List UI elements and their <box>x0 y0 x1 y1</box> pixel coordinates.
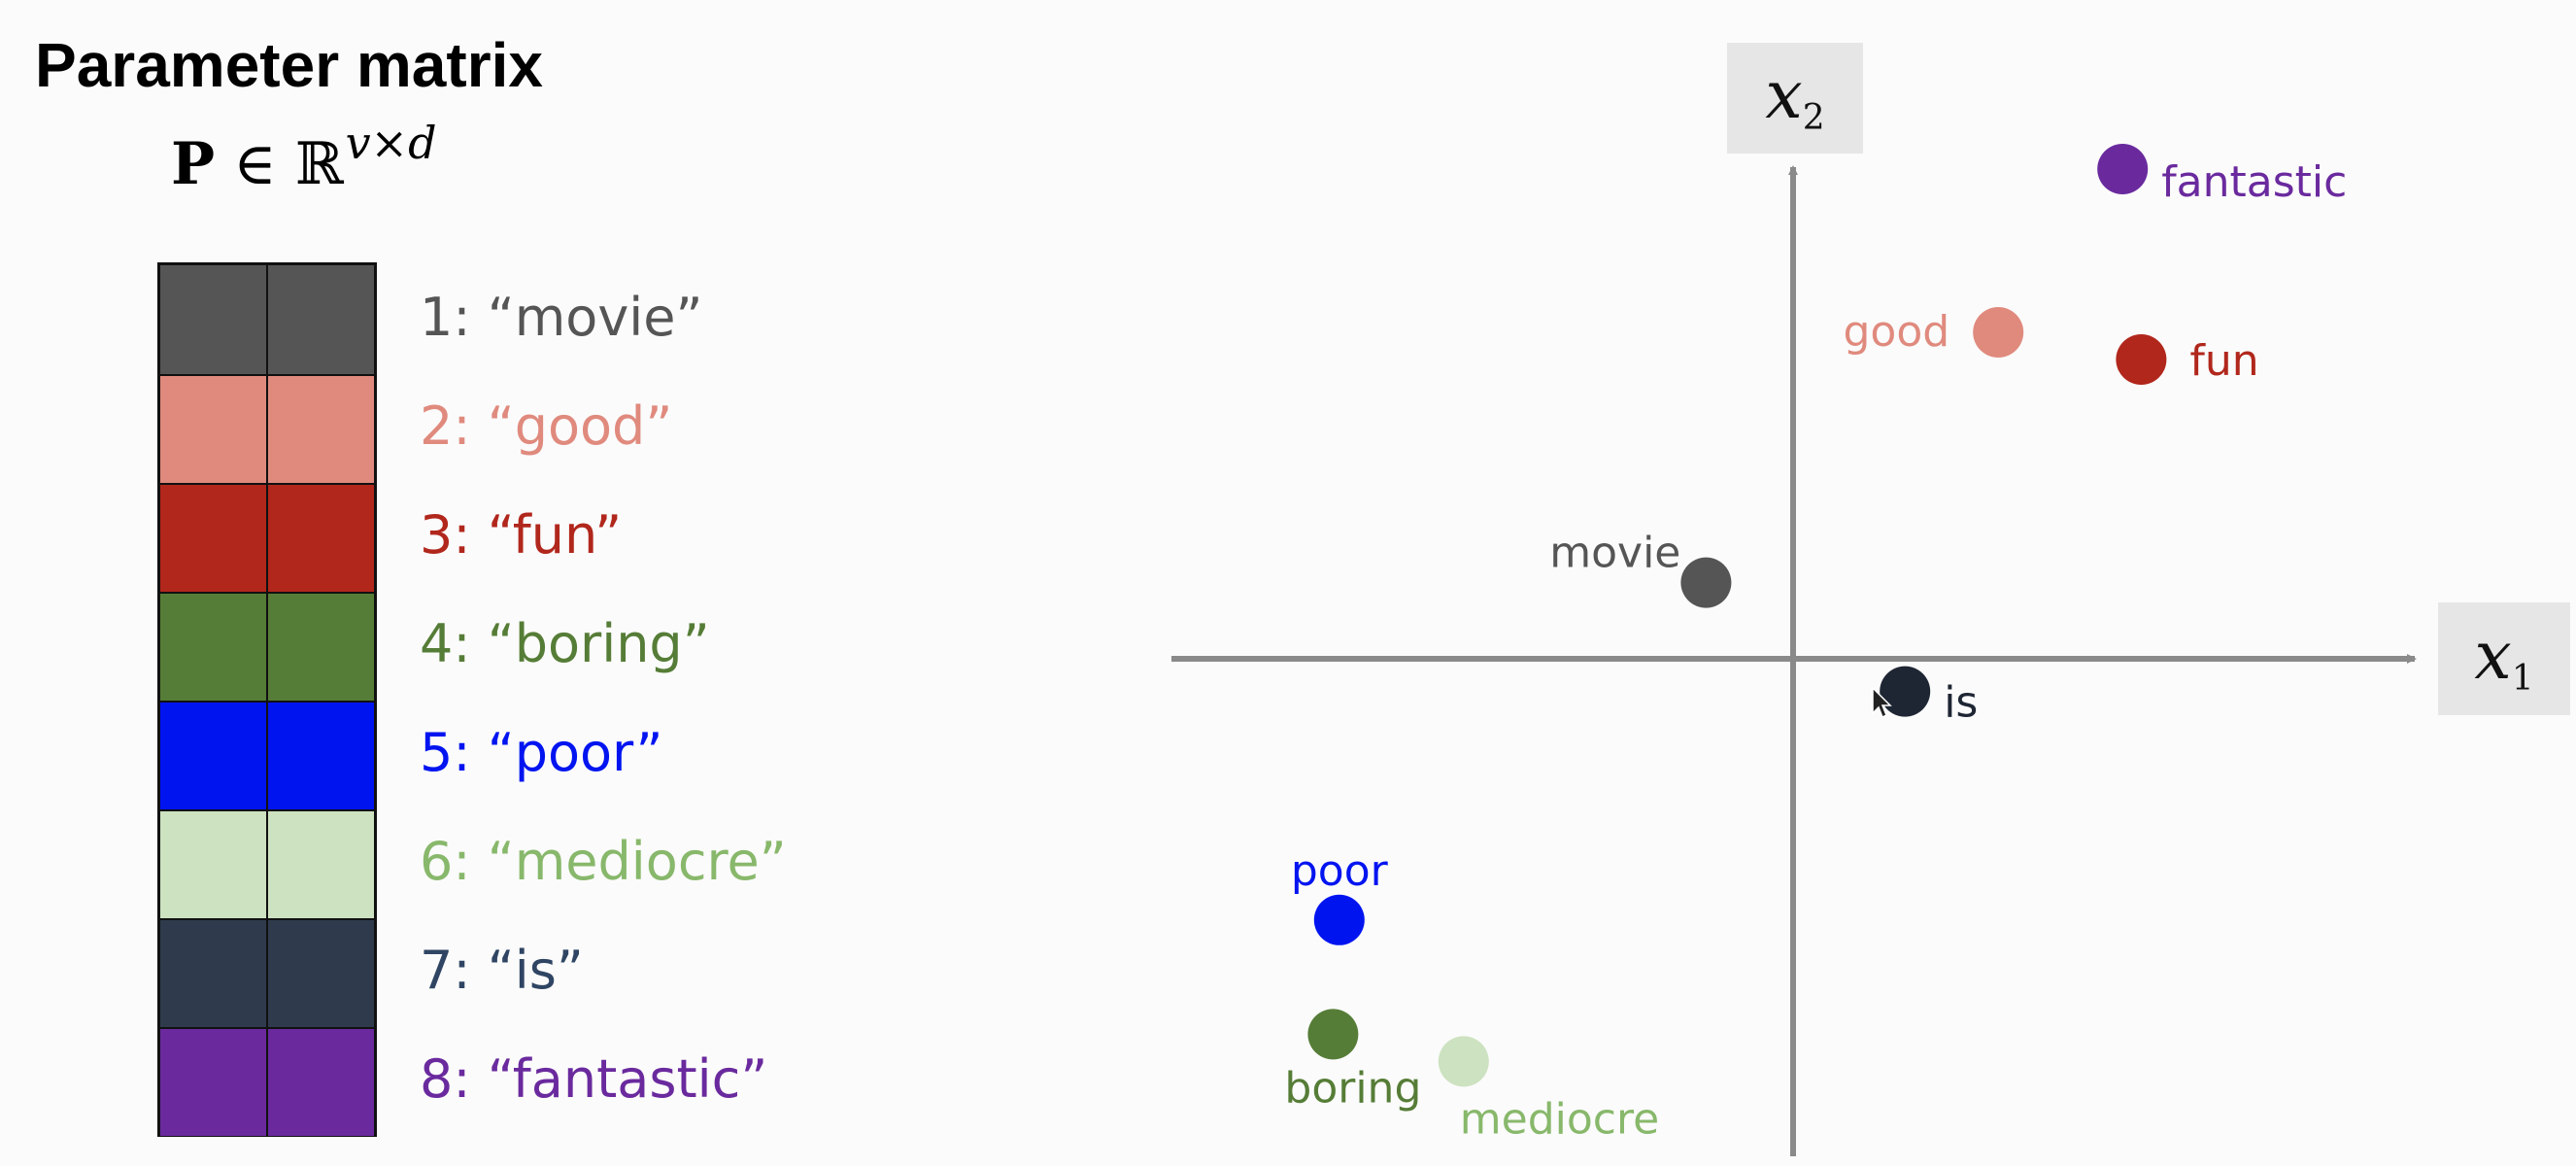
matrix-row <box>160 1027 374 1136</box>
matrix-row-label: 7: “is” <box>420 940 584 1001</box>
point-movie <box>1680 557 1732 608</box>
matrix-row <box>160 265 374 374</box>
axes <box>1171 165 2417 1156</box>
matrix-cell <box>160 265 268 374</box>
x1-axis-label: x1 <box>2438 602 2570 715</box>
point-label-fun: fun <box>2189 336 2258 386</box>
matrix-row-label: 5: “poor” <box>420 722 663 783</box>
formula-symbol: P <box>171 130 216 198</box>
matrix-cell <box>268 376 374 483</box>
x1-axis-var: x <box>2474 618 2512 695</box>
matrix-row <box>160 374 374 483</box>
matrix-row-label: 2: “good” <box>420 395 673 457</box>
point-label-poor: poor <box>1291 846 1389 896</box>
formula-set: ℝ <box>294 130 344 198</box>
matrix-row <box>160 592 374 701</box>
point-good <box>1973 307 2024 358</box>
matrix-cell <box>268 703 374 809</box>
point-boring <box>1307 1009 1359 1060</box>
point-label-is: is <box>1944 678 1978 728</box>
matrix-cell <box>268 485 374 592</box>
point-label-movie: movie <box>1549 529 1680 578</box>
x1-axis-sub: 1 <box>2511 659 2534 699</box>
matrix-cell <box>268 920 374 1027</box>
points: fantastic good fun movie is poor boring mediocr… <box>1284 144 2347 1144</box>
matrix-row-label: 8: “fantastic” <box>420 1048 768 1110</box>
matrix-cell <box>160 920 268 1027</box>
matrix-row <box>160 809 374 918</box>
point-label-boring: boring <box>1284 1063 1421 1113</box>
matrix-cell <box>160 811 268 918</box>
point-poor <box>1313 894 1365 945</box>
matrix-cell <box>268 265 374 374</box>
matrix-cell <box>160 1029 268 1136</box>
matrix-row <box>160 483 374 592</box>
x2-axis-label: x2 <box>1727 43 1863 154</box>
matrix-row-label: 6: “mediocre” <box>420 831 787 892</box>
formula-relation: ∈ <box>215 130 295 198</box>
matrix-row-label: 4: “boring” <box>420 613 710 674</box>
point-label-fantastic: fantastic <box>2161 157 2347 207</box>
point-is <box>1880 666 1931 717</box>
matrix-row <box>160 701 374 809</box>
formula-superscript: v×d <box>345 117 437 169</box>
point-label-good: good <box>1843 307 1949 357</box>
matrix-cell <box>268 1029 374 1136</box>
matrix-cell <box>268 594 374 701</box>
matrix-cell <box>160 485 268 592</box>
point-fantastic <box>2097 144 2149 194</box>
matrix-cell <box>268 811 374 918</box>
matrix-cell <box>160 703 268 809</box>
title: Parameter matrix <box>35 30 543 100</box>
point-mediocre <box>1438 1036 1489 1087</box>
mouse-cursor-icon <box>1872 686 1892 719</box>
formula: P ∈ ℝv×d <box>171 117 437 198</box>
point-label-mediocre: mediocre <box>1460 1094 1659 1144</box>
point-fun <box>2116 334 2167 385</box>
matrix-row-label: 3: “fun” <box>420 504 623 566</box>
matrix-row-label: 1: “movie” <box>420 287 703 348</box>
matrix-cell <box>160 594 268 701</box>
matrix-cell <box>160 376 268 483</box>
parameter-matrix <box>157 262 377 1137</box>
x2-axis-sub: 2 <box>1802 98 1825 138</box>
matrix-row <box>160 918 374 1027</box>
x2-axis-var: x <box>1765 57 1803 134</box>
